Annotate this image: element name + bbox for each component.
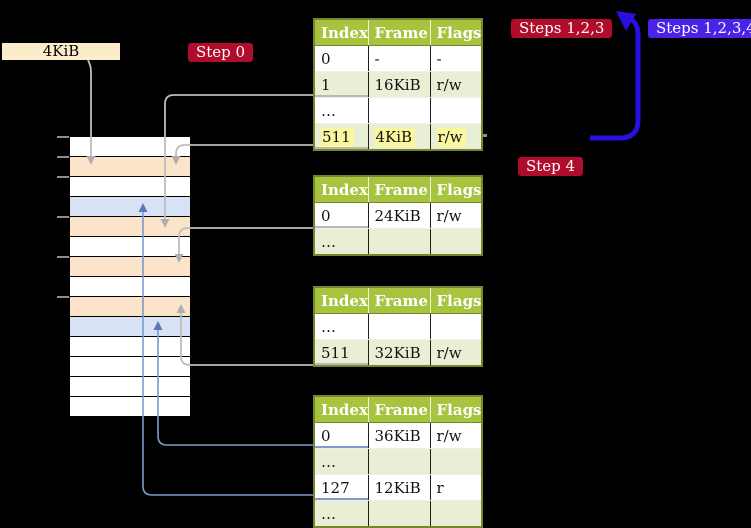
steps-1-2-3-badge: Steps 1,2,3 xyxy=(511,19,613,38)
index-cell: 0 xyxy=(314,202,369,229)
memory-row-peach xyxy=(70,157,190,176)
tick-mark xyxy=(57,156,69,158)
table-row: … xyxy=(314,313,482,340)
column-header: Flags xyxy=(430,176,482,203)
step-4-badge: Step 4 xyxy=(518,157,584,176)
table-row: … xyxy=(314,97,482,124)
memory-row-white xyxy=(70,177,190,196)
highlighted-value: 4KiB xyxy=(374,127,416,147)
memory-row-white xyxy=(70,277,190,296)
frame-cell: 16KiB xyxy=(368,71,431,98)
steps-1-2-3-4-badge: Steps 1,2,3,4 xyxy=(648,19,751,38)
column-header: Index xyxy=(314,396,369,423)
column-header: Index xyxy=(314,19,369,46)
table-row: 511 4KiB r/w xyxy=(314,123,482,151)
frame-cell: 4KiB xyxy=(368,123,431,151)
index-cell: … xyxy=(314,97,369,124)
highlighted-value: 511 xyxy=(321,127,354,147)
memory-row-peach xyxy=(70,257,190,276)
index-cell: … xyxy=(314,228,369,256)
table-row: … xyxy=(314,500,482,528)
flags-cell: r xyxy=(430,474,482,501)
index-cell: 0 xyxy=(314,45,369,72)
tick-mark xyxy=(57,256,69,258)
table-row: 0-- xyxy=(314,45,482,72)
column-header: Frame xyxy=(368,176,431,203)
flags-cell xyxy=(430,448,482,475)
memory-row-blue xyxy=(70,197,190,216)
frame-cell: 32KiB xyxy=(368,339,431,367)
tick-mark xyxy=(57,176,69,178)
flags-cell xyxy=(430,228,482,256)
frame-cell xyxy=(368,500,431,528)
frame-cell: 12KiB xyxy=(368,474,431,501)
step-0-badge: Step 0 xyxy=(188,43,254,62)
column-header: Frame xyxy=(368,19,431,46)
frame-cell xyxy=(368,448,431,475)
index-cell: 0 xyxy=(314,422,369,449)
memory-row-white xyxy=(70,337,190,356)
memory-row-white xyxy=(70,357,190,376)
column-header: Index xyxy=(314,176,369,203)
tick-mark xyxy=(57,296,69,298)
frame-cell: 24KiB xyxy=(368,202,431,229)
tick-mark xyxy=(57,216,69,218)
index-cell: … xyxy=(314,500,369,528)
table-row: … xyxy=(314,448,482,475)
memory-row-white xyxy=(70,237,190,256)
flags-cell: - xyxy=(430,45,482,72)
physical-memory-column xyxy=(70,137,190,417)
frame-cell: - xyxy=(368,45,431,72)
flags-cell: r/w xyxy=(430,422,482,449)
flags-cell: r/w xyxy=(430,339,482,367)
flags-cell: r/w xyxy=(430,202,482,229)
memory-row-white xyxy=(70,377,190,396)
column-header: Frame xyxy=(368,396,431,423)
flags-cell xyxy=(430,313,482,340)
index-cell: … xyxy=(314,448,369,475)
frame-cell: 36KiB xyxy=(368,422,431,449)
index-cell: 511 xyxy=(314,339,369,367)
flags-cell xyxy=(430,97,482,124)
column-header: Index xyxy=(314,287,369,314)
index-cell: 127 xyxy=(314,474,369,501)
index-cell: … xyxy=(314,313,369,340)
flags-cell: r/w xyxy=(430,71,482,98)
memory-row-peach xyxy=(70,217,190,236)
memory-row-peach xyxy=(70,297,190,316)
table-row: … xyxy=(314,228,482,256)
index-cell: 511 xyxy=(314,123,369,151)
highlighted-value: r/w xyxy=(436,127,466,147)
frame-cell xyxy=(368,228,431,256)
page-size-legend-box: 4KiB xyxy=(2,43,120,60)
tick-mark xyxy=(57,136,69,138)
memory-row-white xyxy=(70,137,190,156)
memory-row-blue xyxy=(70,317,190,336)
frame-cell xyxy=(368,97,431,124)
index-cell: 1 xyxy=(314,71,369,98)
column-header: Flags xyxy=(430,19,482,46)
flags-cell: r/w xyxy=(430,123,482,151)
column-header: Flags xyxy=(430,287,482,314)
memory-row-white xyxy=(70,397,190,416)
flags-cell xyxy=(430,500,482,528)
column-header: Frame xyxy=(368,287,431,314)
frame-cell xyxy=(368,313,431,340)
column-header: Flags xyxy=(430,396,482,423)
